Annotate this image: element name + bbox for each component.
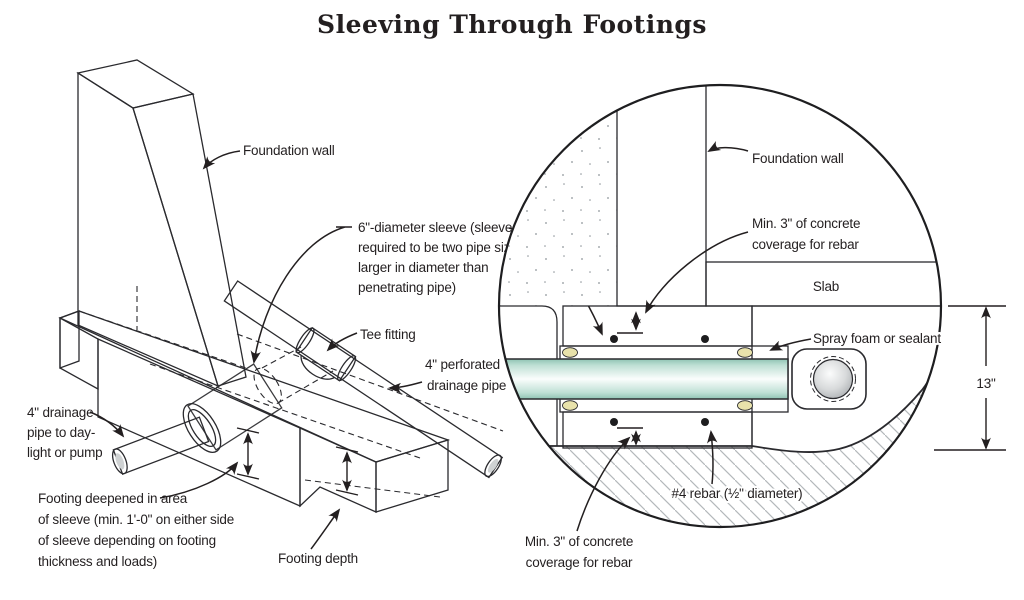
footing-block-bottom: [562, 411, 753, 449]
backfill-soil: [499, 85, 617, 306]
perforated-pipe: [223, 280, 504, 479]
page-title: Sleeving Through Footings: [317, 10, 707, 39]
svg-text:6"-diameter sleeve (sleeve: 6"-diameter sleeve (sleeve: [358, 220, 512, 235]
tee-branch: [300, 355, 335, 380]
rebar-and-dims: [610, 311, 709, 446]
svg-text:required to be two pipe sizes: required to be two pipe sizes: [358, 240, 524, 255]
detail-circle-border: [497, 83, 943, 529]
leader-foundation-wall-detail: [707, 140, 749, 152]
detail-foundation-wall: [616, 85, 707, 307]
dim-13: 13": [934, 305, 1006, 451]
sleeve: [182, 346, 334, 453]
dim-footing-depth: [335, 446, 359, 496]
svg-text:thickness and loads): thickness and loads): [38, 554, 157, 569]
label-rebar: #4 rebar (½" diameter): [672, 486, 803, 501]
leader-footing-deepened: [159, 461, 239, 499]
label-footing-deepened: Footing deepened in area of sleeve (min.…: [38, 491, 234, 569]
leader-drainage-pipe: [89, 411, 125, 438]
foam-seals: [562, 347, 753, 411]
leader-tee-fitting: [326, 332, 358, 352]
leader-min-coverage-top: [645, 231, 749, 314]
leader-sleeve-left: [254, 226, 352, 362]
label-foundation-wall-left: Foundation wall: [243, 143, 335, 158]
leader-perforated-pipe: [388, 381, 423, 394]
dim-footing-deepened: [236, 427, 260, 480]
label-footing-depth: Footing depth: [278, 551, 358, 566]
label-foundation-wall-detail: Foundation wall: [752, 151, 844, 166]
hidden-deepened-edge: [149, 363, 421, 459]
leader-foundation-wall-left: [202, 150, 241, 170]
detail-pipe: [499, 358, 789, 400]
footing: [58, 286, 504, 514]
leader-min-coverage-bottom: [576, 436, 631, 532]
slab: [705, 261, 941, 307]
label-min-coverage-bottom: Min. 3" of concrete coverage for rebar: [523, 532, 635, 572]
left-diagram: Foundation wall 6"-diameter sleeve (slee…: [27, 59, 603, 569]
svg-text:drainage pipe: drainage pipe: [427, 378, 506, 393]
foundation-wall: [76, 59, 247, 388]
hidden-trench-line: [236, 333, 504, 432]
svg-text:Min. 3" of concrete: Min. 3" of concrete: [525, 534, 633, 549]
label-spray-foam: Spray foam or sealant: [813, 331, 941, 346]
label-13in: 13": [976, 376, 996, 391]
svg-text:coverage for rebar: coverage for rebar: [752, 237, 859, 252]
label-drainage-pipe: 4" drainage pipe to day- light or pump: [27, 405, 103, 460]
undisturbed-soil: [499, 350, 941, 527]
detail-circle: 13" Foundation wall Min. 3" of concrete …: [497, 83, 1006, 572]
svg-text:of sleeve depending on footing: of sleeve depending on footing: [38, 533, 216, 548]
gravel-left: [499, 305, 558, 447]
drainage-pipe: [111, 416, 210, 475]
hidden-bottom-edge: [304, 479, 441, 498]
label-slab: Slab: [813, 279, 839, 294]
svg-text:of sleeve (min. 1'-0" on eithe: of sleeve (min. 1'-0" on either side: [38, 512, 234, 527]
svg-text:4" drainage: 4" drainage: [27, 405, 93, 420]
svg-text:4" perforated: 4" perforated: [425, 357, 500, 372]
svg-text:Min. 3" of concrete: Min. 3" of concrete: [752, 216, 860, 231]
svg-text:light or pump: light or pump: [27, 445, 102, 460]
label-min-coverage-top: Min. 3" of concrete coverage for rebar: [752, 216, 860, 252]
label-perforated-pipe: 4" perforated drainage pipe: [425, 357, 506, 393]
tee-branch-opening: [812, 358, 854, 400]
svg-text:pipe to day-: pipe to day-: [27, 425, 95, 440]
pipe-end-cap: [484, 454, 502, 478]
svg-text:coverage for rebar: coverage for rebar: [526, 555, 633, 570]
svg-text:penetrating pipe): penetrating pipe): [358, 280, 456, 295]
leader-footing-depth: [310, 508, 341, 550]
leader-spray-foam: [769, 338, 812, 351]
svg-text:larger in diameter than: larger in diameter than: [358, 260, 488, 275]
label-tee-fitting: Tee fitting: [360, 327, 416, 342]
label-sleeve-note: 6"-diameter sleeve (sleeve required to b…: [358, 220, 525, 295]
svg-text:Footing deepened in area: Footing deepened in area: [38, 491, 188, 506]
detail-tee-fitting: [791, 348, 867, 410]
leader-rebar: [707, 430, 718, 485]
